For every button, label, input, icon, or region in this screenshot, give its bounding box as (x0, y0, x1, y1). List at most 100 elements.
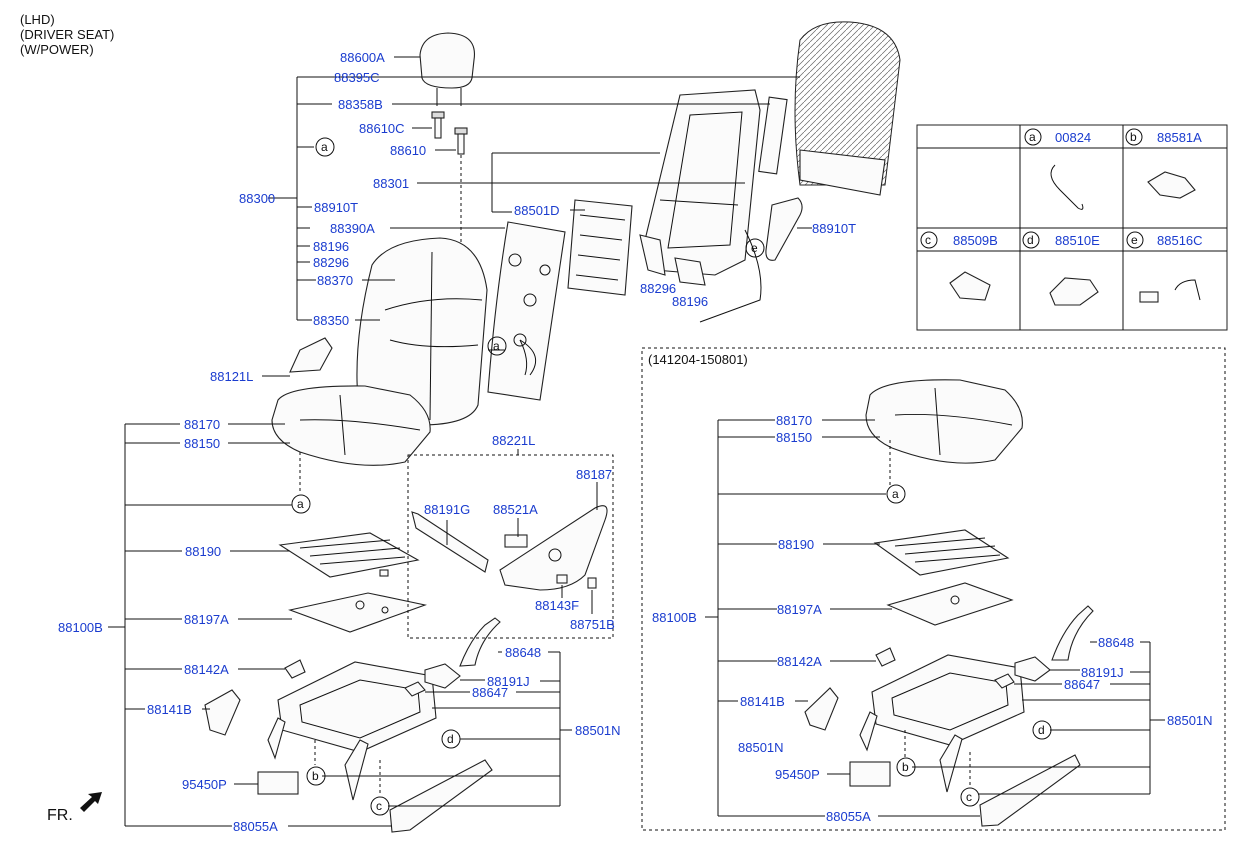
bracket-88142a-illustration (284, 659, 306, 679)
alt-label-88055a[interactable]: 88055A (826, 809, 871, 824)
svg-text:c: c (966, 790, 972, 804)
note-power: (W/POWER) (20, 42, 94, 57)
svg-text:a: a (892, 487, 899, 501)
alt-label-88501n-left[interactable]: 88501N (738, 740, 784, 755)
label-88910t[interactable]: 88910T (314, 200, 358, 215)
legend-cell-a: a 00824 (1024, 128, 1091, 210)
seat-cushion-illustration (271, 385, 431, 466)
legend-cell-c: c 88509B (920, 231, 998, 301)
legend-cell-e: e 88516C (1126, 231, 1203, 303)
svg-text:00824: 00824 (1055, 130, 1091, 145)
svg-text:a: a (321, 140, 328, 154)
label-88191g[interactable]: 88191G (424, 502, 470, 517)
svg-text:c: c (376, 799, 382, 813)
back-board-illustration (794, 21, 901, 196)
label-88600a[interactable]: 88600A (340, 50, 385, 65)
label-88648[interactable]: 88648 (505, 645, 541, 660)
cushion-pad-illustration (278, 532, 420, 578)
label-88370[interactable]: 88370 (317, 273, 353, 288)
svg-text:e: e (751, 241, 758, 255)
knob-88143f-illustration (556, 574, 568, 584)
label-88751b[interactable]: 88751B (570, 617, 615, 632)
label-88143f[interactable]: 88143F (535, 598, 579, 613)
alt-cushion-pad-illustration (873, 529, 1010, 576)
label-88296[interactable]: 88296 (313, 255, 349, 270)
headrest-illustration (419, 32, 476, 106)
alt-label-88150[interactable]: 88150 (776, 430, 812, 445)
alt-period-label: (141204-150801) (648, 352, 748, 367)
alt-cover-illustration (804, 687, 839, 731)
label-88190[interactable]: 88190 (185, 544, 221, 559)
label-88501n[interactable]: 88501N (575, 723, 621, 738)
lumbar-wire-illustration (519, 339, 537, 376)
label-88296-frame[interactable]: 88296 (640, 281, 676, 296)
label-88142a[interactable]: 88142A (184, 662, 229, 677)
knob-88521a-illustration (504, 534, 528, 548)
label-88196[interactable]: 88196 (313, 239, 349, 254)
side-airbag-illustration (758, 96, 803, 261)
label-88390a[interactable]: 88390A (330, 221, 375, 236)
label-88300[interactable]: 88300 (239, 191, 275, 206)
ref-circle-c: c (370, 796, 390, 816)
lumbar-support-illustration (567, 199, 633, 296)
alt-lever-illustration (1051, 605, 1094, 661)
wiring-harness-illustration (699, 229, 762, 323)
alt-cap-illustration (994, 673, 1015, 689)
ref-circle-b: b (306, 766, 326, 786)
lever-illustration (459, 617, 501, 667)
label-88910t-right[interactable]: 88910T (812, 221, 856, 236)
label-88055a[interactable]: 88055A (233, 819, 278, 834)
label-88501d[interactable]: 88501D (514, 203, 560, 218)
alt-label-88170[interactable]: 88170 (776, 413, 812, 428)
label-88350[interactable]: 88350 (313, 313, 349, 328)
alt-label-88142a[interactable]: 88142A (777, 654, 822, 669)
label-88191j[interactable]: 88191J (487, 674, 530, 689)
knob-88751b-illustration (587, 577, 597, 589)
label-88395c[interactable]: 88395C (334, 70, 380, 85)
alt-label-88100b[interactable]: 88100B (652, 610, 697, 625)
svg-text:b: b (902, 760, 909, 774)
label-88521a[interactable]: 88521A (493, 502, 538, 517)
alt-label-88190[interactable]: 88190 (778, 537, 814, 552)
ref-circle-d: d (441, 729, 461, 749)
alt-label-88647[interactable]: 88647 (1064, 677, 1100, 692)
svg-text:d: d (1027, 233, 1034, 247)
recliner-parts-illustration (639, 234, 706, 286)
label-88221l[interactable]: 88221L (492, 433, 535, 448)
alt-label-88648[interactable]: 88648 (1098, 635, 1134, 650)
label-88187[interactable]: 88187 (576, 467, 612, 482)
svg-text:a: a (297, 497, 304, 511)
alt-label-88197a[interactable]: 88197A (777, 602, 822, 617)
label-88121l[interactable]: 88121L (210, 369, 253, 384)
label-88197a[interactable]: 88197A (184, 612, 229, 627)
label-88358b[interactable]: 88358B (338, 97, 383, 112)
alt-seat-track-frame-illustration (859, 654, 1025, 793)
cover-88141b-illustration (204, 689, 241, 736)
note-driver-seat: (DRIVER SEAT) (20, 27, 114, 42)
label-88196-frame[interactable]: 88196 (672, 294, 708, 309)
alt-label-88141b[interactable]: 88141B (740, 694, 785, 709)
label-88610[interactable]: 88610 (390, 143, 426, 158)
alt-label-88501n-right[interactable]: 88501N (1167, 713, 1213, 728)
label-88100b[interactable]: 88100B (58, 620, 103, 635)
front-indicator: FR. (47, 807, 73, 824)
label-95450p[interactable]: 95450P (182, 777, 227, 792)
svg-text:88516C: 88516C (1157, 233, 1203, 248)
alt-cushion-illustration (865, 379, 1023, 464)
alt-label-88191j[interactable]: 88191J (1081, 665, 1124, 680)
alt-label-95450p[interactable]: 95450P (775, 767, 820, 782)
label-88141b[interactable]: 88141B (147, 702, 192, 717)
label-88647[interactable]: 88647 (472, 685, 508, 700)
label-88610c[interactable]: 88610C (359, 121, 405, 136)
label-88150[interactable]: 88150 (184, 436, 220, 451)
track-cover-illustration (389, 759, 493, 833)
svg-text:d: d (1038, 723, 1045, 737)
ref-circle-a-back: a (315, 137, 335, 157)
label-88170[interactable]: 88170 (184, 417, 220, 432)
side-trim-illustration (289, 337, 333, 373)
seat-back-cover-illustration (356, 237, 488, 426)
svg-text:a: a (1029, 130, 1036, 144)
alt-ref-circle-a: a (886, 484, 906, 504)
ref-circle-a-cushion: a (291, 494, 311, 514)
label-88301[interactable]: 88301 (373, 176, 409, 191)
